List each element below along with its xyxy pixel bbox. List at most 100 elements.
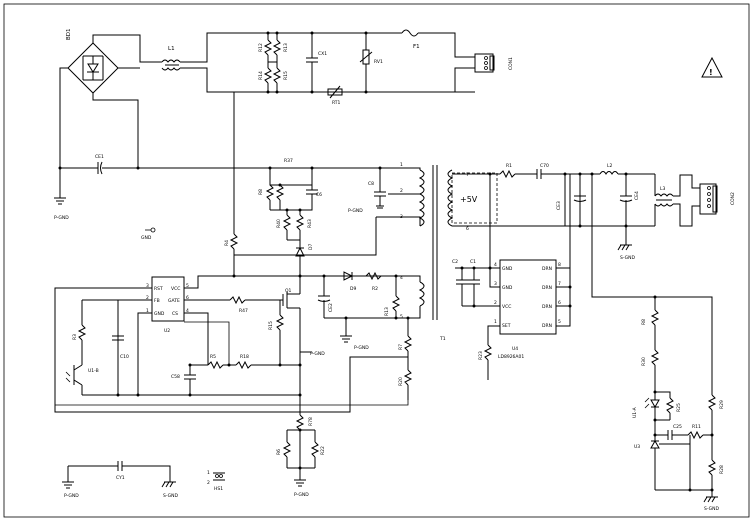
u3-label: U3 (634, 444, 640, 450)
capacitor-c10 (112, 335, 124, 341)
wire-top-rail (180, 32, 402, 63)
resistor-r30 (650, 349, 660, 392)
r1-label: R1 (506, 163, 512, 169)
t-pin-5: 5 (400, 314, 403, 320)
r12-label: R12 (258, 43, 264, 52)
wire-vcc (184, 275, 421, 289)
l1-label: L1 (168, 46, 175, 52)
resistor-r8b (650, 309, 660, 350)
capacitor-c6 (306, 185, 318, 205)
con1-label: CON1 (508, 57, 514, 70)
resistor-r11 (687, 430, 704, 440)
capacitor-c58 (184, 365, 196, 395)
ce4-label: CE4 (634, 191, 640, 200)
rv1-label: RV1 (374, 59, 383, 65)
resistor-r22 (310, 430, 320, 468)
c58-label: C58 (171, 374, 180, 380)
resistor-r15 (272, 62, 282, 92)
inductor-l2 (599, 171, 619, 175)
shunt-regulator-u3 (650, 435, 691, 490)
c2-label: C2 (452, 259, 458, 265)
wire-f1-out (418, 32, 475, 58)
pgnd-label-5: P-GND (294, 492, 309, 498)
u2-label: U2 (164, 328, 170, 334)
gnd-label: GND (141, 235, 152, 241)
r13b-label: R13 (384, 307, 390, 316)
capacitor-c8 (374, 168, 386, 209)
u2-pin-rst: RST (154, 286, 163, 292)
resistor-r40 (282, 210, 292, 240)
r22-label: R22 (320, 446, 326, 455)
resistor-r14 (263, 62, 273, 92)
l2-label: L2 (607, 163, 613, 169)
resistor-r20 (403, 369, 413, 400)
warning-icon: ! (701, 56, 723, 78)
capacitor-ce2 (317, 276, 331, 318)
pgnd-label-3: P-GND (354, 345, 369, 351)
pgnd-symbol-3 (340, 335, 352, 343)
rt1-label: RT1 (332, 100, 341, 106)
t-pin-6: 6 (466, 226, 469, 232)
resistor-r3 (77, 300, 87, 365)
r13-label: R13 (283, 43, 289, 52)
u2-pinnum-3: 3 (146, 283, 149, 289)
resistor-r2 (365, 271, 382, 281)
sgnd-symbol-1 (161, 481, 176, 488)
u4-pinnum-7: 7 (558, 281, 561, 287)
u4-pin-gnd2: GND (502, 285, 513, 291)
transformer-t1-primary (418, 169, 425, 307)
resistor-r13b (391, 276, 401, 318)
d7-label: D7 (308, 244, 314, 250)
varistor-rv1 (359, 33, 373, 92)
sgnd-symbol-3 (703, 496, 718, 503)
u2-pinnum-5: 5 (186, 283, 189, 289)
resistor-r47 (229, 295, 246, 305)
capacitor-ce3 (573, 195, 587, 202)
r3-label: R3 (72, 334, 78, 340)
pgnd-symbol-5 (294, 479, 306, 487)
resistor-r7 (403, 318, 413, 370)
connector-con1 (474, 53, 495, 73)
u1b-label: U1-B (88, 368, 99, 374)
resistor-r28 (707, 459, 717, 490)
r2-label: R2 (372, 286, 378, 292)
r8b-label: R8 (641, 319, 647, 325)
t-pin-2: 2 (400, 188, 403, 194)
gnd-symbol (145, 227, 156, 233)
optocoupler-u1a (644, 392, 660, 435)
fuse-f1 (401, 29, 419, 37)
resistor-r78 (295, 414, 305, 431)
u4-label: U4 (512, 346, 518, 352)
resistor-r15b (275, 300, 285, 365)
r14-label: R14 (258, 71, 264, 80)
u4-pinnum-5: 5 (558, 319, 561, 325)
ic-u2 (151, 276, 185, 322)
u4-pin-set: SET (502, 323, 511, 329)
f1-label: F1 (413, 44, 420, 50)
r30-label: R30 (641, 357, 647, 366)
r20-label: R20 (398, 377, 404, 386)
ic-u4 (499, 259, 557, 335)
c6-label: C6 (316, 192, 322, 198)
r25-label: R25 (676, 403, 682, 412)
optocoupler-u1b (65, 364, 83, 395)
u1a-label: U1-A (632, 406, 638, 418)
u4-pin-drn2: DRN (542, 285, 552, 291)
thermistor-rt1 (327, 85, 343, 99)
u2-pinnum-6: 6 (186, 295, 189, 301)
capacitor-ce4 (619, 174, 633, 226)
wire-bottom-rail (180, 67, 475, 93)
pgnd-label-2: P-GND (348, 208, 363, 214)
bridge-rectifier-bd1 (67, 42, 119, 94)
ce2-label: CE2 (328, 303, 334, 312)
r15-label: R15 (283, 71, 289, 80)
u2-pin-cs: CS (172, 311, 178, 317)
resistor-r6 (282, 430, 292, 468)
u4-pin-drn3: DRN (542, 304, 552, 310)
capacitor-cy1 (117, 461, 123, 471)
resistor-r5 (207, 360, 224, 370)
cy1-label: CY1 (116, 475, 125, 481)
d9-label: D9 (350, 286, 356, 292)
capacitor-c1 (468, 268, 480, 306)
pgnd-symbol-1 (54, 197, 66, 205)
